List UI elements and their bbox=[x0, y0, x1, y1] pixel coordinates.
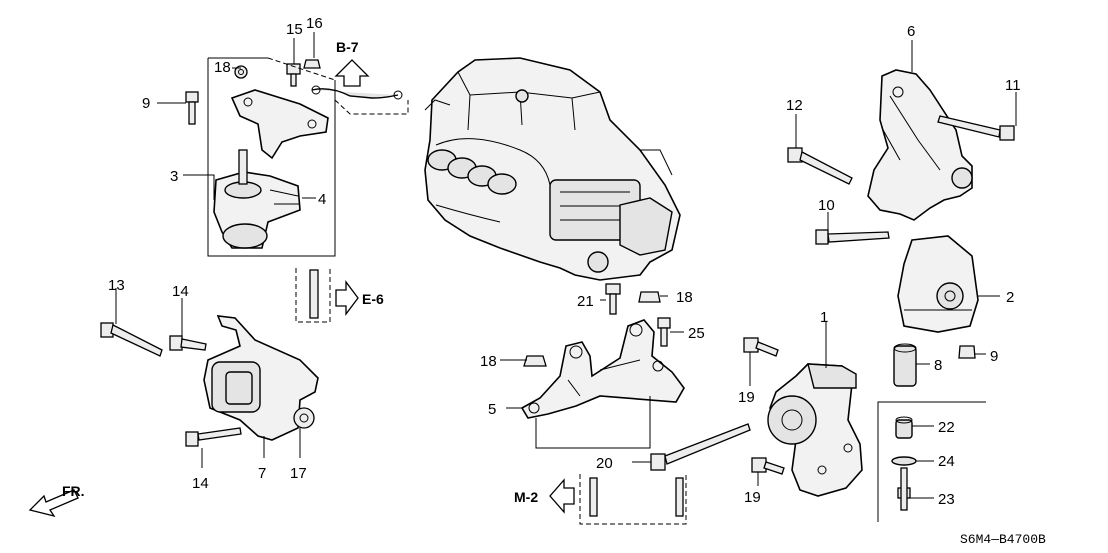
callout-22: 22 bbox=[938, 419, 955, 436]
callout-5: 5 bbox=[488, 401, 496, 418]
callout-18-center: 18 bbox=[676, 289, 693, 306]
lower-bracket-assembly bbox=[520, 283, 685, 449]
inset-parts-box bbox=[877, 401, 986, 522]
callout-18-top: 18 bbox=[214, 59, 231, 76]
side-mount-assembly bbox=[650, 337, 863, 497]
callout-19-lower: 19 bbox=[744, 489, 761, 506]
callout-21: 21 bbox=[577, 293, 594, 310]
diagram-code: S6M4—B4700B bbox=[960, 532, 1046, 547]
callout-3: 3 bbox=[170, 168, 178, 185]
callout-18-left: 18 bbox=[480, 353, 497, 370]
front-direction-arrow bbox=[28, 489, 79, 518]
callout-13: 13 bbox=[108, 277, 125, 294]
callout-19-upper: 19 bbox=[738, 389, 755, 406]
e6-reference-arrow bbox=[335, 280, 359, 316]
leader-lines bbox=[115, 32, 1017, 499]
callout-23: 23 bbox=[938, 491, 955, 508]
callout-4: 4 bbox=[318, 191, 326, 208]
callout-15: 15 bbox=[286, 21, 303, 38]
reference-b7: B-7 bbox=[336, 39, 359, 55]
front-mount-assembly bbox=[100, 315, 319, 447]
callout-16: 16 bbox=[306, 15, 323, 32]
front-direction-label: FR. bbox=[62, 483, 85, 499]
callout-8: 8 bbox=[934, 357, 942, 374]
callout-20: 20 bbox=[596, 455, 613, 472]
engine-illustration bbox=[424, 57, 681, 281]
callout-10: 10 bbox=[818, 197, 835, 214]
m2-bolt-group bbox=[579, 474, 687, 525]
callout-12: 12 bbox=[786, 97, 803, 114]
callout-9-left: 9 bbox=[142, 95, 150, 112]
rear-mount-assembly bbox=[815, 229, 979, 387]
left-mount-assembly bbox=[185, 57, 409, 323]
callout-14-upper: 14 bbox=[172, 283, 189, 300]
reference-m2: M-2 bbox=[514, 489, 538, 505]
callout-25: 25 bbox=[688, 325, 705, 342]
callout-2: 2 bbox=[1006, 289, 1014, 306]
callout-14-lower: 14 bbox=[192, 475, 209, 492]
callout-24: 24 bbox=[938, 453, 955, 470]
m2-reference-arrow bbox=[549, 478, 575, 514]
reference-e6: E-6 bbox=[362, 291, 384, 307]
callout-1: 1 bbox=[820, 309, 828, 326]
callout-9-right: 9 bbox=[990, 348, 998, 365]
callout-11: 11 bbox=[1005, 77, 1021, 94]
callout-17: 17 bbox=[290, 465, 307, 482]
callout-7: 7 bbox=[258, 465, 266, 482]
upper-right-bracket bbox=[787, 69, 1015, 221]
b7-reference-arrow bbox=[334, 59, 370, 87]
callout-6: 6 bbox=[907, 23, 915, 40]
